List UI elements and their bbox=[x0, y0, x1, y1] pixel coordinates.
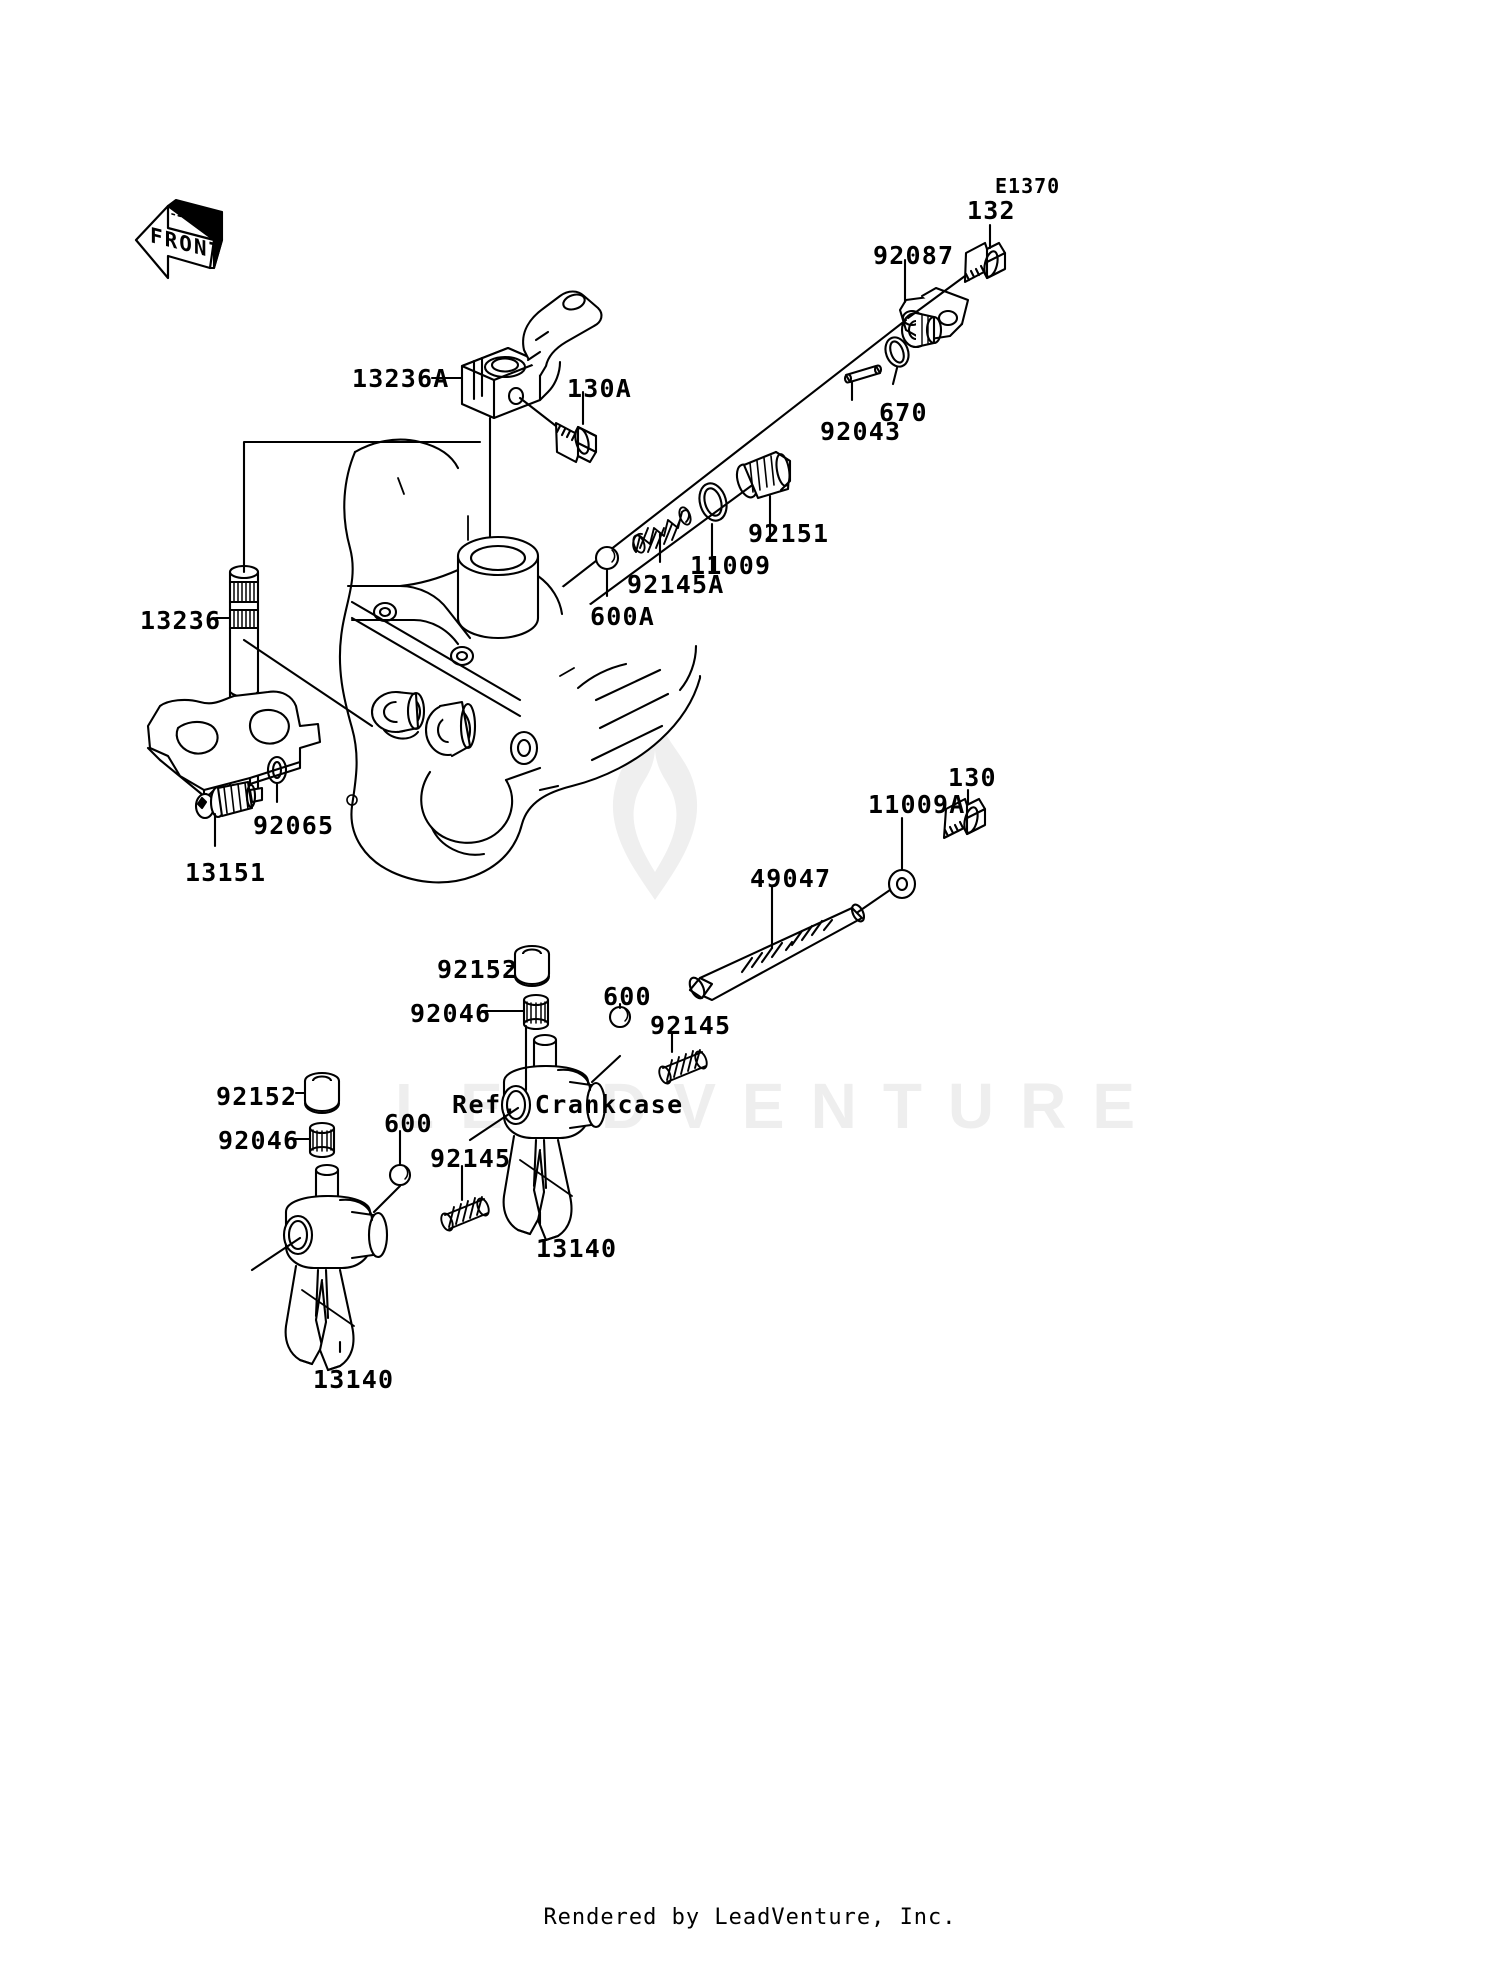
part-callout-600a: 600A bbox=[590, 602, 656, 631]
pointer-11009A bbox=[856, 888, 892, 914]
part-13236A-shift-lever bbox=[460, 290, 603, 420]
part-callout-600: 600 bbox=[384, 1109, 433, 1138]
part-callout-92046: 92046 bbox=[218, 1126, 300, 1155]
pointer-13140-lower bbox=[372, 1184, 402, 1214]
pointer-13140-lower-bore bbox=[250, 1236, 302, 1272]
part-callout-92046: 92046 bbox=[410, 999, 492, 1028]
pointer-13140-upper-bore bbox=[468, 1106, 520, 1142]
part-11009-washer bbox=[698, 482, 728, 522]
part-callout-13140: 13140 bbox=[313, 1365, 395, 1394]
part-callout-13140: 13140 bbox=[536, 1234, 618, 1263]
part-92043-pin bbox=[843, 364, 883, 384]
part-callout-13236a: 13236A bbox=[352, 364, 450, 393]
part-13151-switch bbox=[194, 780, 264, 820]
part-132-bolt bbox=[963, 241, 1007, 284]
part-callout-92043: 92043 bbox=[820, 417, 902, 446]
part-callout-600: 600 bbox=[603, 982, 652, 1011]
pointer-132 bbox=[906, 274, 967, 320]
leader-13236-up bbox=[242, 440, 482, 574]
part-callout-92151: 92151 bbox=[748, 519, 830, 548]
leader-670 bbox=[891, 366, 899, 386]
part-13236-shift-shaft bbox=[146, 564, 322, 798]
front-arrow-marker bbox=[134, 198, 224, 280]
part-130A-bolt bbox=[554, 421, 598, 464]
part-92145-spring-lower bbox=[440, 1196, 490, 1232]
part-600-ball-upper bbox=[608, 1005, 632, 1029]
part-92046-bearing-upper bbox=[522, 993, 550, 1031]
part-130-bolt bbox=[942, 797, 987, 840]
part-92145A-spring bbox=[632, 506, 692, 554]
part-callout-670: 670 bbox=[879, 398, 928, 427]
footer-credit: Rendered by LeadVenture, Inc. bbox=[543, 1905, 957, 1930]
part-callout-130: 130 bbox=[948, 763, 997, 792]
assembly-axis-line bbox=[518, 318, 908, 622]
part-callout-11009a: 11009A bbox=[868, 790, 966, 819]
part-callout-49047: 49047 bbox=[750, 864, 832, 893]
part-92151-detent-bolt bbox=[735, 450, 792, 500]
part-callout-130a: 130A bbox=[567, 374, 633, 403]
part-92152-collar-upper bbox=[513, 944, 551, 988]
part-callout-92152: 92152 bbox=[437, 955, 519, 984]
part-callout-92145: 92145 bbox=[650, 1011, 732, 1040]
ref-crankcase-outline bbox=[338, 438, 702, 884]
pointer-130A bbox=[518, 396, 558, 428]
ref-crankcase-label: Ref. Crankcase bbox=[452, 1090, 684, 1119]
part-callout-92145a: 92145A bbox=[627, 570, 725, 599]
part-92046-bearing-lower bbox=[308, 1121, 336, 1159]
part-callout-13236: 13236 bbox=[140, 606, 222, 635]
part-11009A-washer bbox=[887, 868, 917, 900]
part-callout-92087: 92087 bbox=[873, 241, 955, 270]
part-callout-13151: 13151 bbox=[185, 858, 267, 887]
part-callout-92152: 92152 bbox=[216, 1082, 298, 1111]
part-600-ball-lower bbox=[388, 1163, 412, 1187]
part-callout-132: 132 bbox=[967, 196, 1016, 225]
part-92087-bracket bbox=[898, 286, 970, 349]
part-callout-92145: 92145 bbox=[430, 1144, 512, 1173]
part-13140-fork-lower bbox=[282, 1163, 389, 1372]
part-92152-collar-lower bbox=[303, 1071, 341, 1115]
pointer-13236-install bbox=[242, 638, 374, 728]
diagram-code: E1370 bbox=[995, 174, 1061, 198]
part-670-oring bbox=[884, 336, 910, 368]
part-callout-11009: 11009 bbox=[690, 551, 772, 580]
part-callout-92065: 92065 bbox=[253, 811, 335, 840]
part-92145-spring-right bbox=[658, 1049, 708, 1085]
part-600A-ball bbox=[594, 545, 620, 571]
pointer-13140-upper bbox=[590, 1054, 622, 1084]
part-13140-fork-upper bbox=[500, 1033, 607, 1242]
assembly-axis-line-2 bbox=[556, 470, 772, 630]
part-49047-rod bbox=[688, 903, 866, 1002]
